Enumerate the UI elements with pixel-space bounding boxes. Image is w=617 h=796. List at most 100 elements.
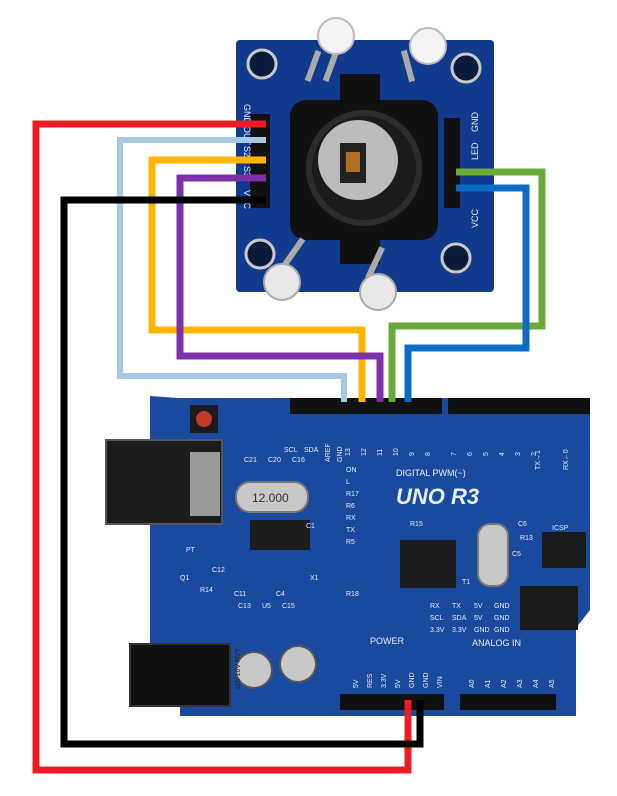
digital-pin-2-label: 2 bbox=[531, 452, 538, 456]
component-c12-label: C12 bbox=[212, 567, 225, 574]
power-pin-5v-label: 5V bbox=[353, 679, 360, 688]
serial-label-tx: TX bbox=[452, 603, 461, 610]
power-jack bbox=[129, 643, 231, 707]
digital-pin-5-label: 5 bbox=[483, 452, 490, 456]
sensor-pin-gnd-right-label: GND bbox=[470, 112, 480, 133]
arduino-pcb bbox=[150, 396, 590, 716]
serial-label-gnd: GND bbox=[494, 603, 510, 610]
analog-pin-a4-label: A4 bbox=[533, 679, 540, 688]
component-r18-label: R18 bbox=[346, 591, 359, 598]
power-pin-labels: 5V RES 3.3V 5V GND GND VIN bbox=[353, 672, 444, 688]
side-label-rx: RX bbox=[346, 515, 356, 522]
blue-wire bbox=[404, 184, 530, 402]
component-c16-label: C16 bbox=[292, 457, 305, 464]
tx-label: TX→1 bbox=[535, 450, 542, 470]
serial-header bbox=[520, 586, 578, 630]
component-c20-label: C20 bbox=[268, 457, 281, 464]
analog-pin-a5-label: A5 bbox=[549, 679, 556, 688]
serial-label-rx: RX bbox=[430, 603, 440, 610]
sensor-pin-vcc-right-label: VCC bbox=[470, 208, 480, 228]
component-c11-label: C11 bbox=[234, 591, 246, 598]
header-label-gnd: GND bbox=[337, 446, 344, 462]
component-c5-label: C5 bbox=[512, 551, 521, 558]
serial-label-33v: 3.3V bbox=[430, 627, 445, 634]
board-model-logo: UNO R3 bbox=[396, 484, 479, 509]
power-pin-gnd-label: GND bbox=[409, 672, 416, 688]
digital-pin-7-label: 7 bbox=[451, 452, 458, 456]
power-label: POWER bbox=[370, 636, 405, 646]
sensor-pin-gnd-label: GND bbox=[242, 104, 252, 125]
serial-label-sda: SDA bbox=[452, 615, 467, 622]
sensor-pin-led-label: LED bbox=[470, 142, 480, 160]
analog-in-label: ANALOG IN bbox=[472, 638, 521, 648]
power-pin-33v-label: 3.3V bbox=[381, 673, 388, 688]
sensor-right-header bbox=[444, 118, 460, 208]
serial-label-gnd: GND bbox=[494, 615, 510, 622]
component-c4-label: C4 bbox=[276, 591, 285, 598]
sensor-right-pin-labels: GND LED VCC bbox=[470, 112, 480, 229]
analog-pin-a0-label: A0 bbox=[469, 679, 476, 688]
header-label-scl: SCL bbox=[284, 447, 298, 454]
digital-pin-13-label: 13 bbox=[345, 448, 352, 456]
component-c1-label: C1 bbox=[306, 523, 315, 530]
digital-pin-4-label: 4 bbox=[499, 452, 506, 456]
power-pin-vin-label: VIN bbox=[437, 676, 444, 688]
icsp-header bbox=[542, 532, 586, 568]
color-sensor-module: GND OUT S2 S3 VCC GND LED VCC bbox=[236, 17, 494, 311]
sensor-pin-s3-label: S3 bbox=[242, 166, 252, 177]
component-t1-label: T1 bbox=[462, 579, 470, 586]
component-q1-label: Q1 bbox=[180, 575, 189, 582]
rx-label: RX←0 bbox=[563, 449, 570, 470]
sensor-pin-out-label: OUT bbox=[242, 126, 252, 146]
capacitor-2 bbox=[279, 645, 317, 683]
purple-wire bbox=[176, 174, 384, 402]
atmega-chip bbox=[400, 540, 456, 588]
light-blue-wire bbox=[117, 137, 347, 402]
analog-pin-a2-label: A2 bbox=[501, 679, 508, 688]
digital-pin-9-label: 9 bbox=[409, 452, 416, 456]
serial-label-5v: 5V bbox=[474, 615, 483, 622]
digital-pin-3-label: 3 bbox=[515, 452, 522, 456]
digital-pin-6-label: 6 bbox=[467, 452, 474, 456]
usb-serial-chip bbox=[250, 520, 310, 550]
oscillator bbox=[477, 523, 509, 587]
wires bbox=[32, 120, 546, 774]
power-pin-res-label: RES bbox=[367, 673, 374, 688]
crystal-label: 12.000 bbox=[252, 491, 289, 505]
component-c6-label: C6 bbox=[518, 521, 527, 528]
side-label-r6: R6 bbox=[346, 503, 355, 510]
component-r14-label: R14 bbox=[200, 587, 213, 594]
serial-label-gnd: GND bbox=[494, 627, 510, 634]
sensor-mounting-holes bbox=[244, 48, 482, 274]
power-pin-gnd-label: GND bbox=[423, 672, 430, 688]
serial-label-33v: 3.3V bbox=[452, 627, 467, 634]
side-label-r5: R5 bbox=[346, 539, 355, 546]
header-label-aref: AREF bbox=[325, 443, 332, 462]
component-r13-label: R13 bbox=[520, 535, 533, 542]
crystal bbox=[235, 481, 309, 513]
black-wire bbox=[60, 196, 424, 748]
header-left-labels: SCL SDA AREF GND bbox=[284, 443, 344, 462]
power-pin-5v-label: 5V bbox=[395, 679, 402, 688]
component-pt-label: PT bbox=[186, 547, 196, 554]
serial-label-5v: 5V bbox=[474, 603, 483, 610]
side-label-l: L bbox=[346, 479, 350, 486]
component-icsp-label: ICSP bbox=[552, 525, 569, 532]
component-x1-label: X1 bbox=[310, 575, 319, 582]
sensor-leds bbox=[263, 17, 447, 311]
digital-pwm-label: DIGITAL PWM(~) bbox=[396, 468, 466, 478]
component-u5-label: U5 bbox=[262, 603, 271, 610]
side-label-on: ON bbox=[346, 467, 357, 474]
header-label-sda: SDA bbox=[304, 447, 319, 454]
component-r15-label: R15 bbox=[410, 521, 423, 528]
analog-pin-a1-label: A1 bbox=[485, 679, 492, 688]
side-label-r17: R17 bbox=[346, 491, 359, 498]
component-c13-label: C13 bbox=[238, 603, 251, 610]
